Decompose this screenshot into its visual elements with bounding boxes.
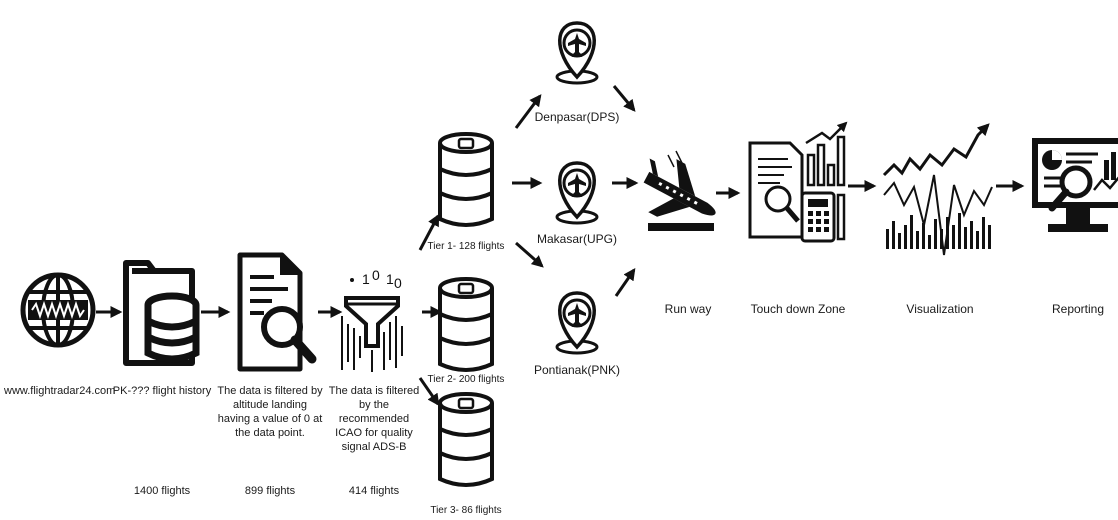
svg-text:1: 1 <box>362 271 370 287</box>
arrow <box>612 85 636 112</box>
tier-label-1: Tier 1- 128 flights <box>427 241 505 252</box>
arrow <box>514 94 542 129</box>
svg-text:0: 0 <box>372 267 380 283</box>
flow-arrows <box>96 85 1025 406</box>
svg-text:0: 0 <box>394 275 402 291</box>
database-icon-tier3 <box>438 392 494 487</box>
altitude-filter-label: The data is filtered by altitude landing… <box>217 385 323 439</box>
document-search-icon <box>237 252 317 372</box>
source-label: www.flightradar24.com <box>4 385 116 397</box>
landing-plane-icon <box>643 150 716 231</box>
svg-text:1: 1 <box>386 271 394 287</box>
airport-pin-icon-pnk <box>555 291 599 355</box>
altitude-filter-count: 899 flights <box>244 485 296 497</box>
folder-database-icon <box>123 260 200 366</box>
arrow <box>418 377 440 406</box>
history-label: PK-??? flight history <box>112 385 212 397</box>
airport-label-dps: Denpasar(DPS) <box>534 110 620 124</box>
airport-label-pnk: Pontianak(PNK) <box>533 363 621 377</box>
funnel-filter-icon: 1 0 1 0 <box>341 267 403 372</box>
arrow <box>614 268 636 297</box>
report-calculator-icon <box>748 121 848 243</box>
airport-pin-icon-upg <box>555 161 599 225</box>
tier-label-2: Tier 2- 200 flights <box>427 374 505 385</box>
database-icon-tier2 <box>438 277 494 372</box>
runway-label: Run way <box>664 302 712 316</box>
touchdown-label: Touch down Zone <box>750 302 846 316</box>
quality-filter-label: The data is filtered by the recommended … <box>328 385 420 453</box>
database-icon-tier1 <box>438 132 494 227</box>
arrow <box>515 241 544 268</box>
airport-label-upg: Makasar(UPG) <box>536 232 617 246</box>
tier-label-3: Tier 3- 86 flights <box>430 505 502 516</box>
airport-pin-icon-dps <box>555 21 599 85</box>
globe-icon <box>20 272 96 348</box>
reporting-label: Reporting <box>1051 302 1105 316</box>
arrow <box>418 213 440 251</box>
visualization-label: Visualization <box>906 302 974 316</box>
quality-filter-count: 414 flights <box>348 485 400 497</box>
chart-trend-icon <box>882 123 993 256</box>
history-count: 1400 flights <box>133 485 191 497</box>
monitor-analytics-icon <box>1032 138 1118 232</box>
